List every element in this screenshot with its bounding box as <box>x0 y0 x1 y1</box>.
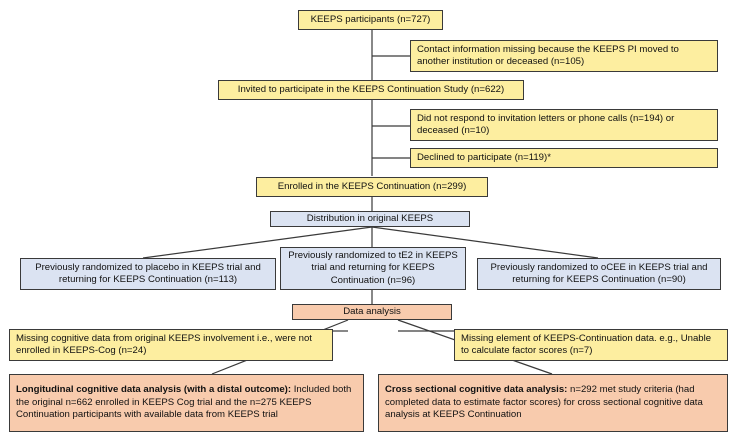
longitudinal-analysis-text: Longitudinal cognitive data analysis (wi… <box>16 384 357 422</box>
cross-sectional-analysis-title: Cross sectional cognitive data analysis: <box>385 384 568 396</box>
exclusion-missing-element-label: Missing element of KEEPS-Continuation da… <box>461 332 712 357</box>
arm-placebo-box: Previously randomized to placebo in KEEP… <box>20 258 276 290</box>
longitudinal-analysis-box: Longitudinal cognitive data analysis (wi… <box>9 374 364 432</box>
arm-te2-box: Previously randomized to tE2 in KEEPS tr… <box>280 247 466 290</box>
exclusion-declined-label: Declined to participate (n=119)* <box>417 151 551 163</box>
invited-box: Invited to participate in the KEEPS Cont… <box>218 80 524 100</box>
longitudinal-analysis-body: Included both the original n=662 enrolle… <box>16 384 352 421</box>
cross-sectional-analysis-box: Cross sectional cognitive data analysis:… <box>378 374 728 432</box>
exclusion-missing-cog-label: Missing cognitive data from original KEE… <box>16 332 312 357</box>
arm-ocee-box: Previously randomized to oCEE in KEEPS t… <box>477 258 721 290</box>
enrolled-label: Enrolled in the KEEPS Continuation (n=29… <box>277 180 467 192</box>
connector-to-placebo <box>142 226 373 259</box>
participants-box: KEEPS participants (n=727) <box>298 10 443 30</box>
cross-sectional-analysis-text: Cross sectional cognitive data analysis:… <box>385 384 721 422</box>
exclusion-no-response-label: Did not respond to invitation letters or… <box>417 112 675 137</box>
data-analysis-label: Data analysis <box>343 305 401 317</box>
distribution-box: Distribution in original KEEPS <box>270 211 470 227</box>
arm-te2-label: Previously randomized to tE2 in KEEPS tr… <box>288 249 458 286</box>
cross-sectional-analysis-body: n=292 met study criteria (had completed … <box>385 384 703 421</box>
arm-ocee-label: Previously randomized to oCEE in KEEPS t… <box>490 261 708 286</box>
exclusion-missing-element-box: Missing element of KEEPS-Continuation da… <box>454 329 728 361</box>
distribution-label: Distribution in original KEEPS <box>306 212 434 224</box>
invited-label: Invited to participate in the KEEPS Cont… <box>237 83 505 95</box>
exclusion-declined-box: Declined to participate (n=119)* <box>410 148 718 168</box>
exclusion-contact-label: Contact information missing because the … <box>417 43 679 68</box>
arm-placebo-label: Previously randomized to placebo in KEEP… <box>35 261 261 286</box>
exclusion-missing-cog-box: Missing cognitive data from original KEE… <box>9 329 333 361</box>
exclusion-no-response-box: Did not respond to invitation letters or… <box>410 109 718 141</box>
participants-label: KEEPS participants (n=727) <box>310 13 431 25</box>
enrolled-box: Enrolled in the KEEPS Continuation (n=29… <box>256 177 488 197</box>
longitudinal-analysis-title: Longitudinal cognitive data analysis (wi… <box>16 384 292 396</box>
exclusion-contact-box: Contact information missing because the … <box>410 40 718 72</box>
data-analysis-box: Data analysis <box>292 304 452 320</box>
connector-to-ocee <box>371 226 599 259</box>
